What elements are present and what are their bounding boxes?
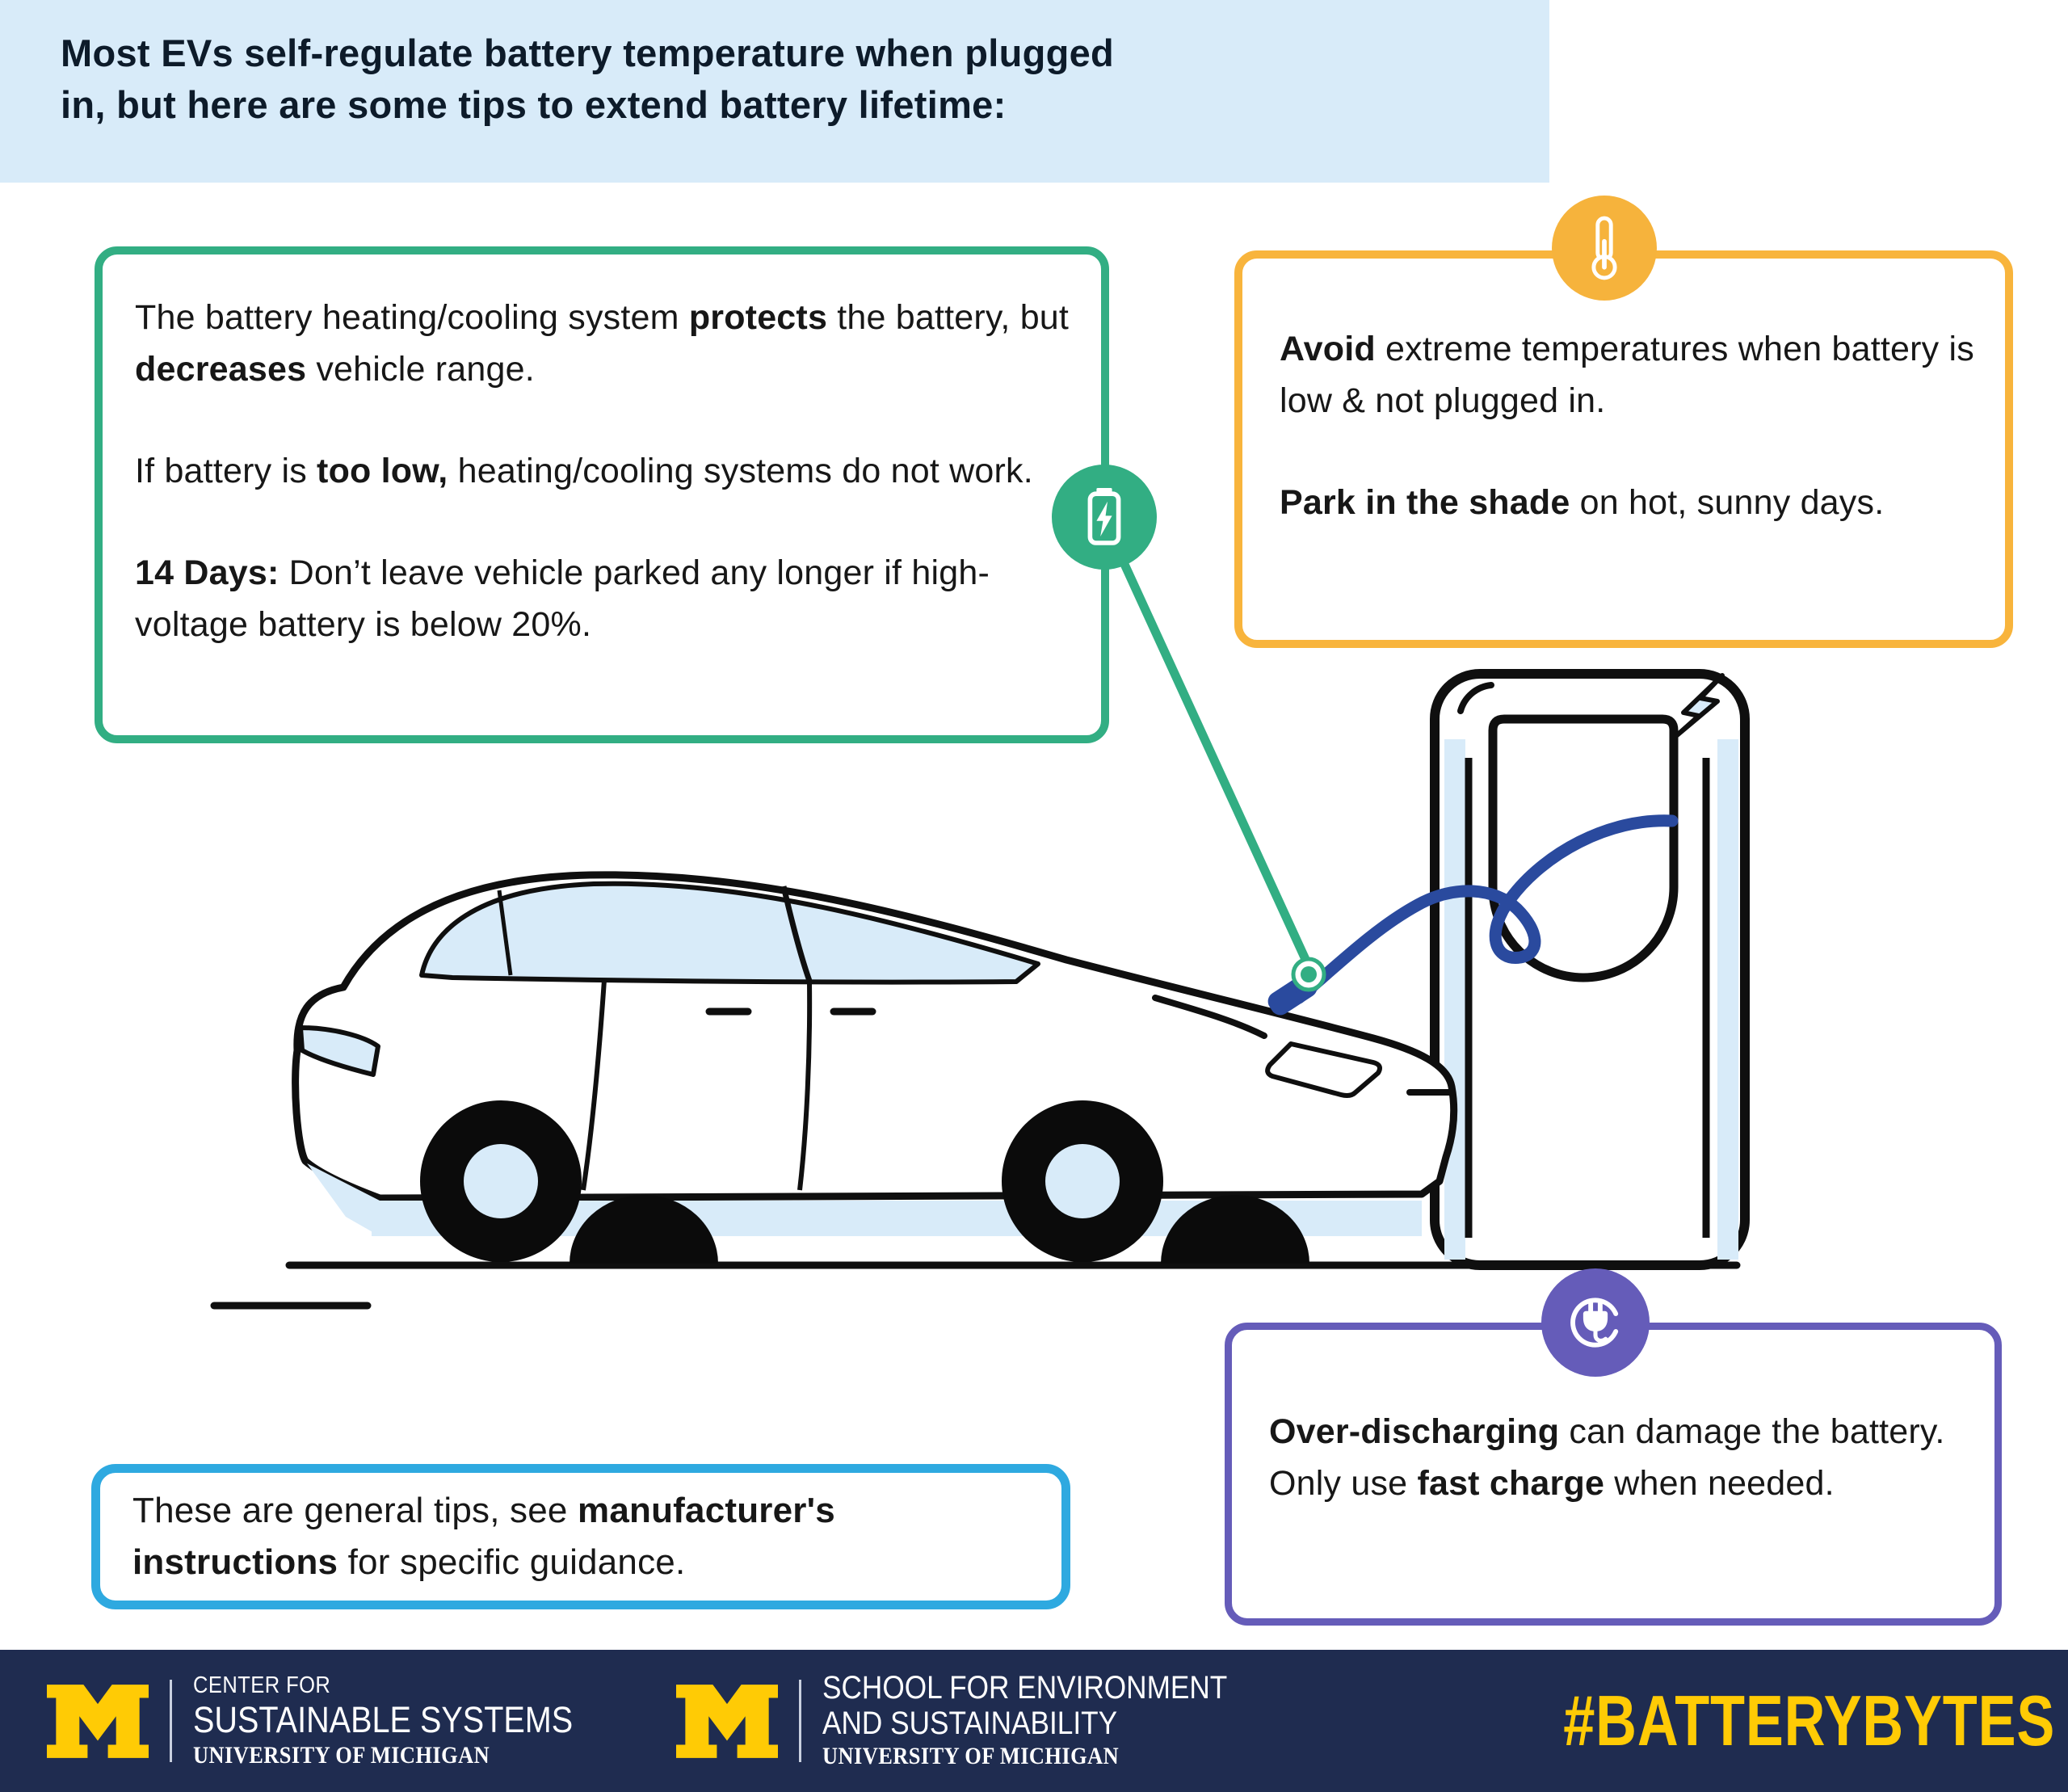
logo-university-line: UNIVERSITY OF MICHIGAN xyxy=(822,1743,1120,1769)
discharging-badge xyxy=(1541,1268,1650,1377)
logo-org-line: AND SUSTAINABILITY xyxy=(822,1706,1118,1741)
logo-org-line: CENTER FOR xyxy=(193,1672,331,1698)
tip-paragraph: Avoid extreme temperatures when battery … xyxy=(1280,330,1974,420)
charging-cable xyxy=(1267,814,1679,1016)
charging-station xyxy=(1430,669,1750,1270)
logo-divider xyxy=(170,1680,172,1762)
tip-paragraph: These are general tips, see manufacturer… xyxy=(132,1491,835,1582)
title-text: Most EVs self-regulate battery temperatu… xyxy=(61,27,1114,131)
thermometer-icon xyxy=(1591,216,1617,280)
logo-org-line: SCHOOL FOR ENVIRONMENT xyxy=(822,1670,1228,1706)
tip-paragraph: Only use fast charge when needed. xyxy=(1269,1464,1835,1503)
tip-box-battery-system: The battery heating/cooling system prote… xyxy=(95,246,1109,743)
hashtag-batterybytes: #BATTERYBYTES xyxy=(1563,1681,2055,1760)
tip-paragraph: The battery heating/cooling system prote… xyxy=(135,298,1070,389)
logo-divider xyxy=(799,1680,802,1762)
tip-box-disclaimer-text: These are general tips, see manufacturer… xyxy=(132,1485,1029,1588)
plug-icon xyxy=(1570,1298,1619,1348)
title-banner: Most EVs self-regulate battery temperatu… xyxy=(0,0,1549,183)
electric-car xyxy=(292,871,1458,1264)
title-line-2: in, but here are some tips to extend bat… xyxy=(61,83,1007,126)
battery-charging-icon xyxy=(1087,488,1121,545)
school-for-environment-logo: SCHOOL FOR ENVIRONMENT AND SUSTAINABILIT… xyxy=(676,1670,1283,1772)
battery-badge xyxy=(1052,465,1157,570)
block-m-logo xyxy=(676,1683,779,1760)
title-line-1: Most EVs self-regulate battery temperatu… xyxy=(61,32,1115,74)
tip-paragraph: 14 Days: Don’t leave vehicle parked any … xyxy=(135,553,990,644)
tip-paragraph: Over-discharging can damage the battery. xyxy=(1269,1412,1945,1451)
tip-paragraph: If battery is too low, heating/cooling s… xyxy=(135,452,1033,490)
tip-box-temperature: Avoid extreme temperatures when battery … xyxy=(1234,250,2013,648)
tip-box-battery-system-text: The battery heating/cooling system prote… xyxy=(135,292,1072,650)
lightning-bolt-icon xyxy=(1675,673,1725,738)
logo-org-line: SUSTAINABLE SYSTEMS xyxy=(193,1698,574,1740)
block-m-logo xyxy=(47,1683,149,1760)
temperature-badge xyxy=(1552,196,1657,301)
tip-paragraph: Park in the shade on hot, sunny days. xyxy=(1280,483,1885,522)
tip-box-temperature-text: Avoid extreme temperatures when battery … xyxy=(1280,323,1976,528)
ground-line xyxy=(210,1261,1741,1310)
tip-box-disclaimer: These are general tips, see manufacturer… xyxy=(91,1464,1070,1609)
center-for-sustainable-systems-logo: CENTER FOR SUSTAINABLE SYSTEMS UNIVERSIT… xyxy=(47,1672,624,1771)
logo-university-line: UNIVERSITY OF MICHIGAN xyxy=(193,1741,490,1769)
footer: CENTER FOR SUSTAINABLE SYSTEMS UNIVERSIT… xyxy=(0,1650,2068,1792)
tip-box-discharging-text: Over-discharging can damage the battery.… xyxy=(1269,1406,1965,1509)
